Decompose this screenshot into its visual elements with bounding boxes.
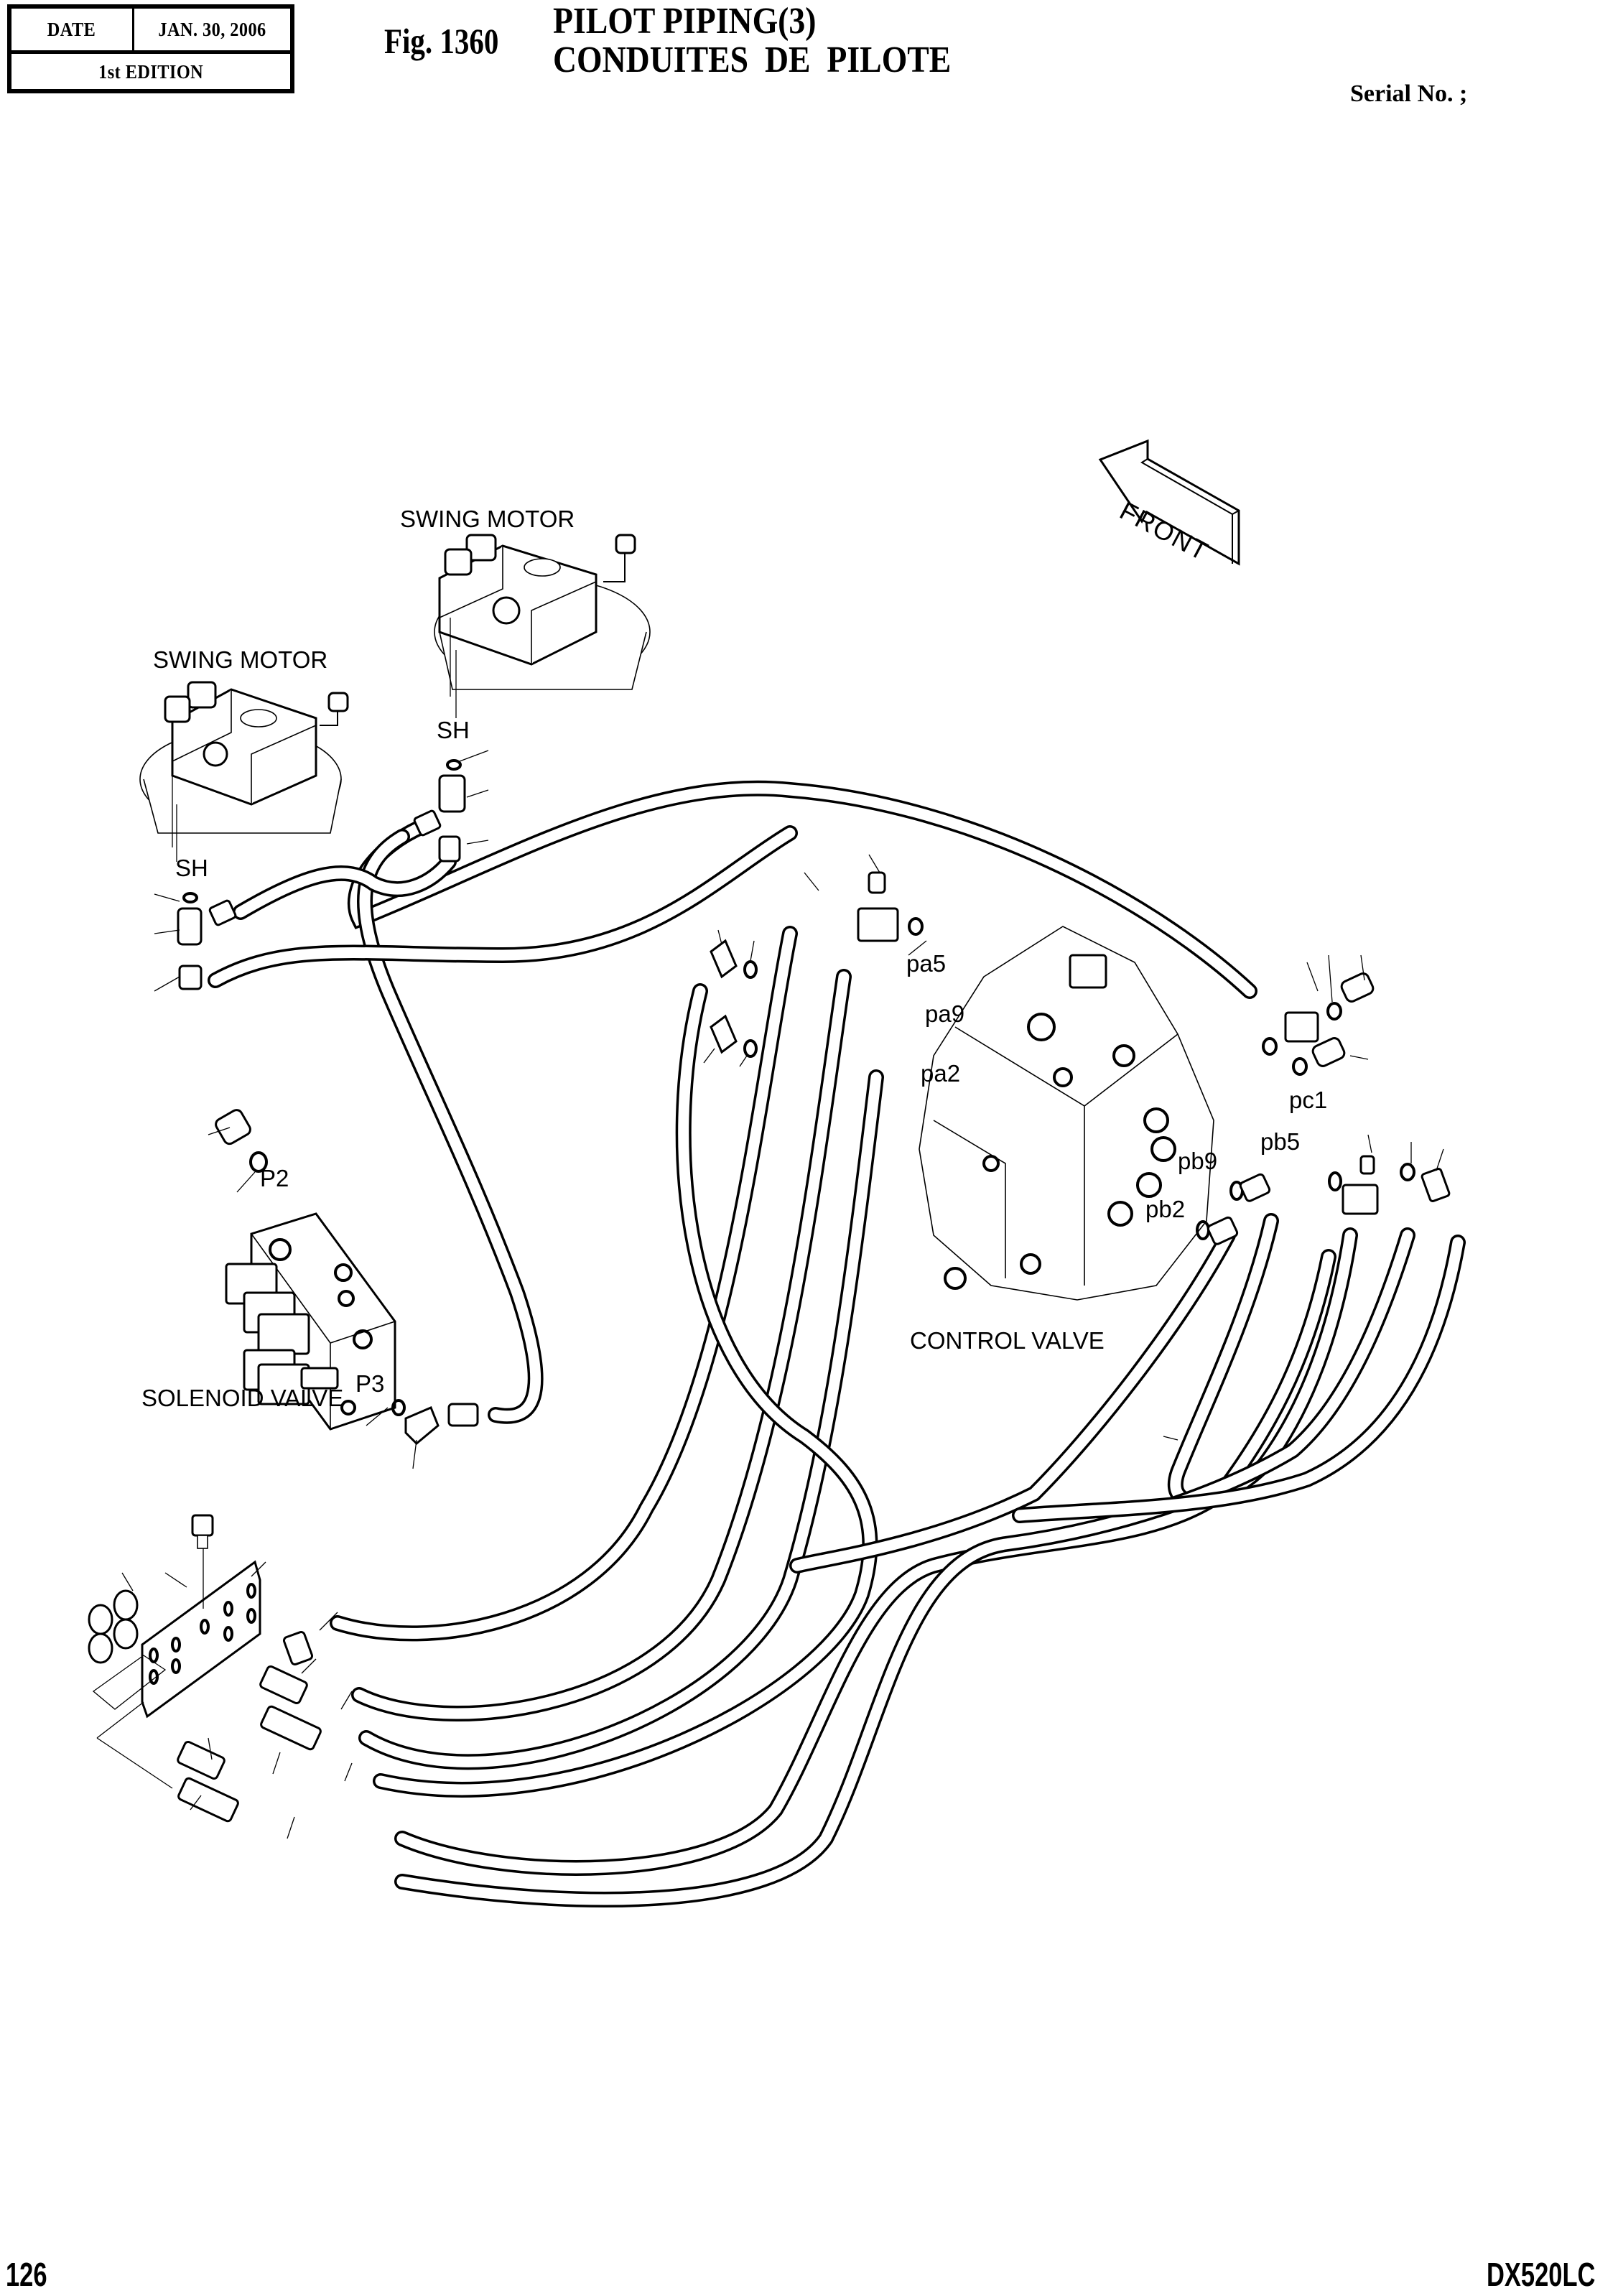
front-direction-arrow [1098, 439, 1240, 566]
leader-line [154, 893, 180, 902]
hose-3-fill [235, 856, 455, 918]
leader-line [251, 1561, 266, 1577]
leader-line [717, 929, 722, 945]
leader-line [272, 1752, 281, 1775]
leader-line [154, 976, 180, 992]
leader-line [236, 1171, 256, 1193]
hose-12-fill [396, 1230, 1413, 1905]
port-label-p2: P2 [260, 1165, 289, 1191]
leader-line [908, 940, 927, 956]
leader-line [164, 1572, 187, 1588]
model-number: DX520LC [1487, 2256, 1596, 2293]
leader-line [739, 1055, 748, 1067]
leader-line [208, 1127, 231, 1135]
leader-line [466, 840, 489, 845]
date-label: DATE [47, 18, 96, 40]
hose-11-fill [396, 1251, 1334, 1874]
solenoid-valve-drawing [215, 1109, 396, 1431]
hoses-group [208, 780, 1466, 1907]
leader-line [190, 1795, 202, 1811]
leader-line [466, 789, 489, 798]
port-label-pb5: pb5 [1260, 1128, 1301, 1155]
edition-label: 1st EDITION [98, 60, 204, 83]
page-title-english: PILOT PIPING(3) [553, 1, 817, 42]
control-valve-drawing [919, 926, 1214, 1301]
leader-line [340, 1691, 353, 1710]
leader-line [1360, 954, 1365, 981]
port-label-pb2: pb2 [1145, 1196, 1186, 1222]
leader-line [459, 750, 489, 762]
port-label-pc1: pc1 [1289, 1087, 1328, 1113]
label-swing-motor-lower: SWING MOTOR [153, 646, 328, 673]
port-label-pa2: pa2 [921, 1060, 961, 1087]
leader-line [750, 940, 755, 962]
hose-9-fill [791, 1230, 1234, 1571]
label-swing-motor-upper: SWING MOTOR [400, 506, 575, 532]
label-solenoid-valve: SOLENOID VALVE [141, 1385, 344, 1411]
leader-line [703, 1048, 715, 1064]
leader-line [1349, 1055, 1369, 1060]
leader-line [121, 1572, 134, 1591]
fittings-group [177, 759, 1451, 1446]
leader-line [412, 1439, 417, 1469]
leader-line [1436, 1148, 1444, 1171]
hose-12-outline [394, 1227, 1415, 1907]
date-value: JAN. 30, 2006 [158, 18, 266, 40]
hose-4-fill [210, 827, 796, 986]
hose-6-fill [353, 971, 850, 1719]
leader-line [1367, 1134, 1372, 1153]
edition-info-box: DATE JAN. 30, 2006 1st EDITION [7, 4, 294, 93]
bracket-assembly-drawing [88, 1514, 322, 1823]
swing-motor-upper-drawing [434, 534, 651, 718]
leader-line [868, 854, 880, 873]
hose-8-fill [375, 985, 875, 1795]
label-control-valve: CONTROL VALVE [910, 1327, 1105, 1354]
leader-line [1306, 962, 1319, 992]
port-label-p3: P3 [355, 1370, 385, 1397]
date-row: DATE JAN. 30, 2006 [11, 9, 290, 54]
port-label-pa5: pa5 [906, 950, 947, 977]
page-number: 126 [6, 2256, 47, 2293]
hose-2-fill [359, 831, 541, 1422]
leader-line [154, 929, 180, 934]
port-label-sh-upper: SH [437, 717, 470, 743]
leader-line [301, 1658, 317, 1674]
hose-5-fill [332, 928, 796, 1639]
port-label-sh-lower: SH [175, 855, 208, 881]
leader-lines-group [121, 750, 1444, 1839]
leader-line [208, 1737, 213, 1760]
hose-1-fill [350, 783, 1255, 997]
serial-number-label: Serial No. ; [1350, 80, 1468, 107]
leader-line [287, 1816, 295, 1839]
leader-line [804, 872, 819, 891]
hose-7-fill [361, 1072, 882, 1767]
port-label-pa9: pa9 [925, 1000, 965, 1027]
port-label-pb9: pb9 [1178, 1148, 1218, 1174]
leader-line [319, 1612, 338, 1631]
leader-line [344, 1762, 353, 1782]
hose-7-outline [358, 1069, 884, 1770]
leader-line [1163, 1436, 1178, 1441]
figure-number: Fig. 1360 [384, 21, 499, 61]
page-title-french: CONDUITES DE PILOTE [553, 39, 952, 80]
date-label-cell: DATE [11, 9, 134, 50]
leader-line [366, 1407, 389, 1426]
edition-row: 1st EDITION [11, 54, 290, 90]
hose-13-fill [1014, 1237, 1464, 1521]
date-value-cell: JAN. 30, 2006 [134, 9, 290, 50]
leader-line [1328, 954, 1333, 1003]
swing-motor-lower-drawing [139, 681, 349, 862]
